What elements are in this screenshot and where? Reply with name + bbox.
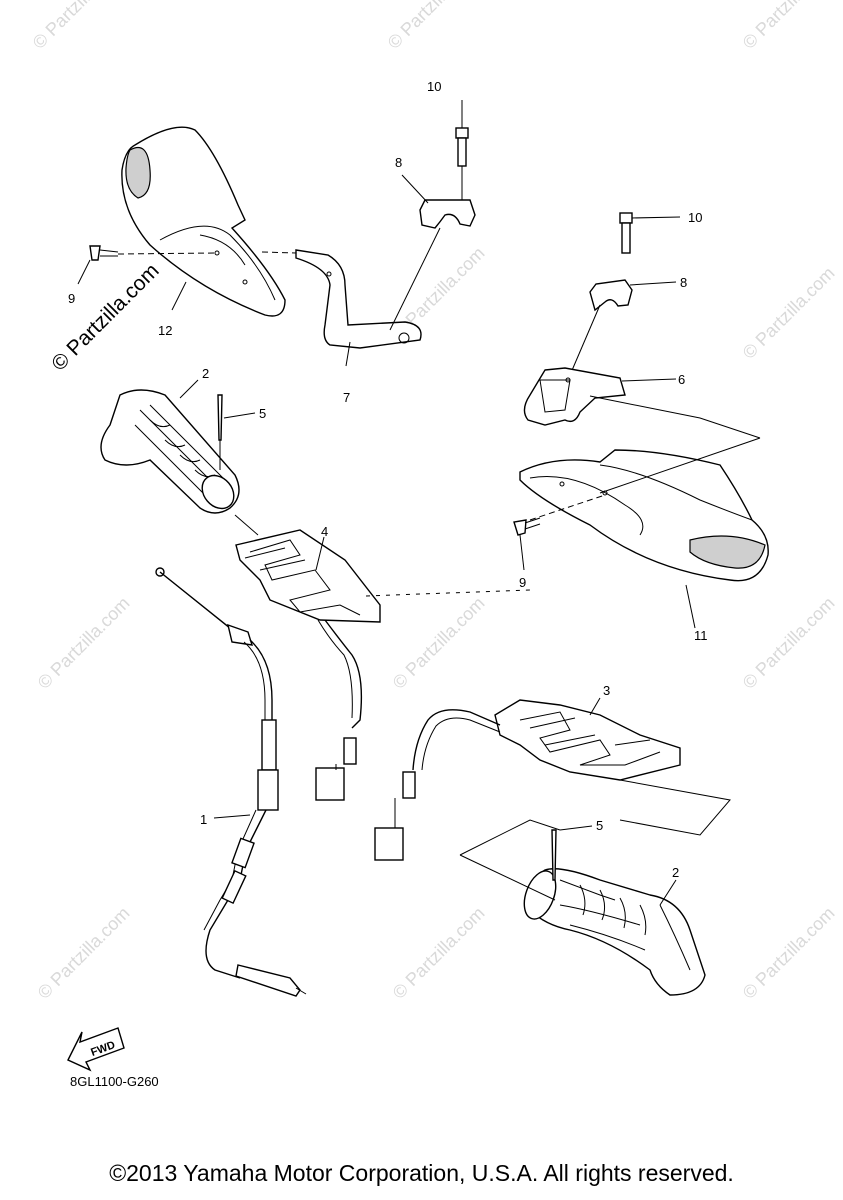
fwd-arrow: FWD [67,1027,125,1072]
callout-1: 1 [200,812,207,827]
watermark-text: © Partzilla.com [34,593,134,693]
screw-9-left [89,245,216,261]
watermark-text: © Partzilla.com [384,0,484,53]
callouts: 10 8 9 12 7 10 8 6 2 5 4 9 11 3 1 5 2 [68,79,708,880]
watermark-text: © Partzilla.com [739,903,839,1003]
throttle-cable [155,567,307,997]
callout-9: 9 [68,291,75,306]
partzilla-watermark: © Partzilla.com [47,259,163,375]
callout-2: 2 [202,366,209,381]
leader-lines [77,174,696,906]
right-bolt [619,212,681,254]
right-handguard [519,437,769,582]
watermark-text: © Partzilla.com [34,903,134,1003]
watermark-text: © Partzilla.com [389,593,489,693]
watermark-text: © Partzilla.com [29,0,129,53]
right-grip [459,819,706,996]
left-clamp [389,199,476,331]
left-bracket [261,249,422,349]
right-heater-element [374,699,731,861]
callout-5: 5 [596,818,603,833]
callout-6: 6 [678,372,685,387]
callout-5: 5 [259,406,266,421]
left-grip [100,389,240,514]
left-heater-element [234,514,531,801]
callout-9: 9 [519,575,526,590]
copyright-notice: ©2013 Yamaha Motor Corporation, U.S.A. A… [109,1160,734,1186]
callout-12: 12 [158,323,172,338]
left-bolt [455,100,469,200]
callout-8: 8 [680,275,687,290]
callout-10: 10 [688,210,702,225]
watermark-text: © Partzilla.com [389,903,489,1003]
watermark-text: © Partzilla.com [739,0,839,53]
watermark-text: © Partzilla.com [739,263,839,363]
right-bracket [523,367,761,439]
callout-2: 2 [672,865,679,880]
callout-11: 11 [694,628,708,643]
diagram-code: 8GL1100-G260 [70,1074,159,1089]
callout-8: 8 [395,155,402,170]
right-clamp [569,279,677,376]
screw-9-right [513,517,541,536]
watermark-text: © Partzilla.com [739,593,839,693]
callout-7: 7 [343,390,350,405]
left-handguard [121,126,286,317]
callout-4: 4 [321,524,328,539]
callout-10: 10 [427,79,441,94]
callout-3: 3 [603,683,610,698]
